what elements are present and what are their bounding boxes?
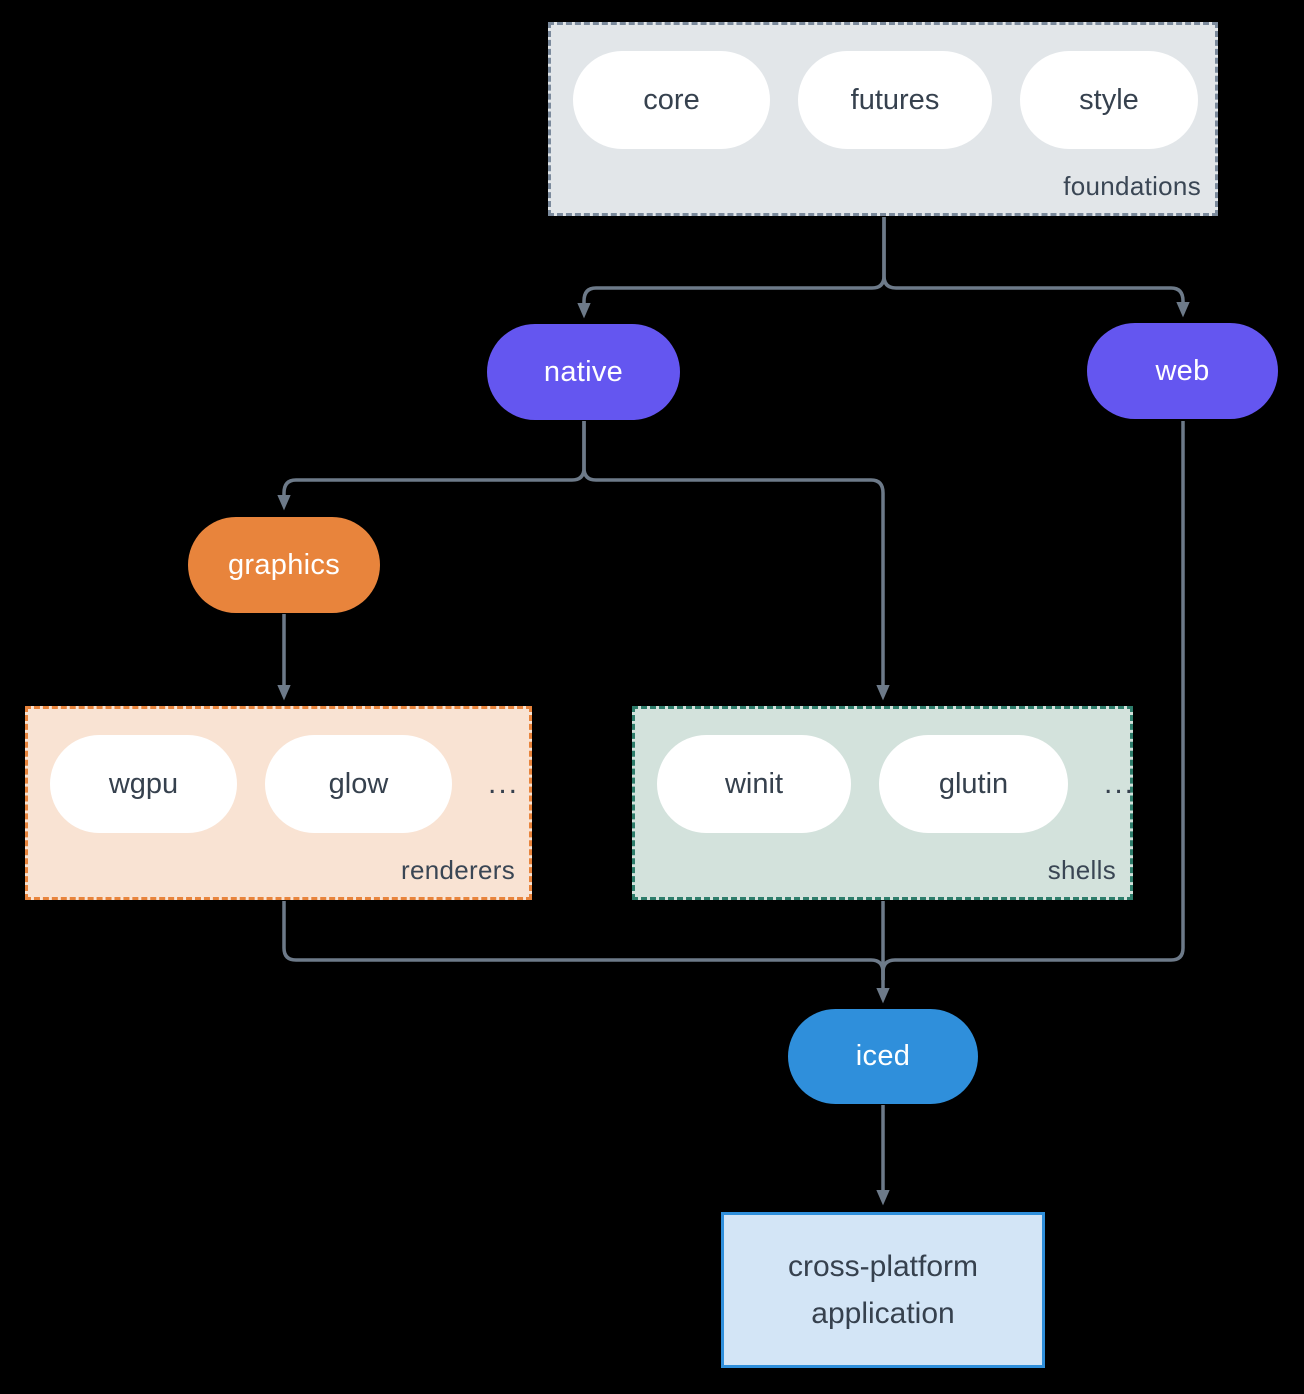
foundations-group: core futures style foundations — [548, 22, 1218, 216]
pill-winit-label: winit — [724, 767, 783, 800]
pill-winit: winit — [657, 735, 851, 833]
edge-native-graphics — [277, 421, 586, 511]
foundations-pill-row: core futures style — [573, 51, 1198, 149]
node-graphics: graphics — [188, 517, 380, 613]
renderers-ellipsis: ... — [488, 767, 520, 800]
pill-glutin-label: glutin — [938, 767, 1009, 800]
application-box: cross-platform application — [721, 1212, 1045, 1368]
pill-wgpu: wgpu — [50, 735, 237, 833]
edge-renderers-iced — [282, 901, 885, 980]
renderers-group: wgpu glow ... renderers — [25, 706, 532, 900]
renderers-group-label: renderers — [401, 855, 515, 885]
node-native-label: native — [543, 355, 624, 388]
pill-style-label: style — [1079, 83, 1139, 116]
node-native: native — [487, 324, 680, 420]
application-box-label: cross-platform application — [787, 1250, 979, 1330]
pill-glow: glow — [265, 735, 452, 833]
pill-wgpu-label: wgpu — [108, 767, 179, 800]
node-graphics-label: graphics — [227, 548, 340, 581]
pill-futures-label: futures — [850, 83, 940, 116]
pill-core-label: core — [643, 83, 700, 116]
pill-glutin: glutin — [879, 735, 1068, 833]
edge-foundations-web — [882, 217, 1190, 318]
pill-core: core — [573, 51, 770, 149]
pill-style: style — [1020, 51, 1198, 149]
edge-native-shells — [582, 421, 890, 701]
shells-group-label: shells — [1047, 855, 1116, 885]
node-web-label: web — [1155, 354, 1210, 387]
pill-glow-label: glow — [328, 767, 389, 800]
shells-ellipsis: ... — [1104, 767, 1136, 800]
node-iced-label: iced — [855, 1040, 911, 1072]
edge-foundations-native — [577, 217, 886, 319]
pill-futures: futures — [798, 51, 992, 149]
shells-pill-row: winit glutin ... — [657, 735, 1135, 833]
shells-group: winit glutin ... shells — [632, 706, 1133, 900]
node-web: web — [1087, 323, 1278, 419]
foundations-group-label: foundations — [1063, 171, 1201, 201]
renderers-pill-row: wgpu glow ... — [50, 735, 519, 833]
node-iced: iced — [788, 1009, 978, 1104]
